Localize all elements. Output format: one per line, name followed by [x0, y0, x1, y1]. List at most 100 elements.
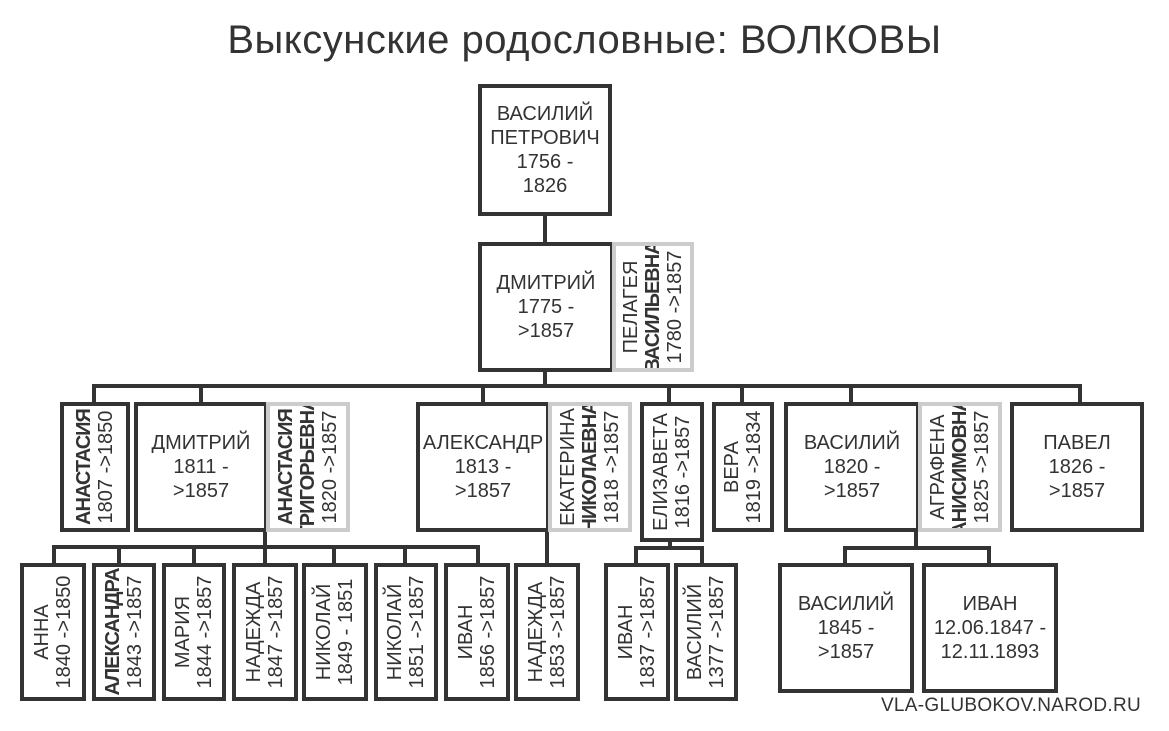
person-dates: 1840 ->1850: [53, 575, 75, 689]
connector-line: [199, 384, 203, 404]
person-name: ВАСИЛИЙ: [496, 103, 594, 125]
person-dates: >1857: [1048, 480, 1106, 502]
site-url: VLA-GLUBOKOV.NAROD.RU: [880, 695, 1141, 716]
connector-line: [543, 214, 547, 244]
person-name: ДМИТРИЙ: [151, 432, 251, 454]
person-dates: >1857: [823, 480, 881, 502]
connector-line: [700, 546, 704, 565]
person-name: АНАСТАСИЯ: [73, 409, 95, 525]
person-name: ДМИТРИЙ: [496, 272, 596, 294]
spouse-ekaterina: ЕКАТЕРИНА НИКОЛАЕВНА 1818 ->1857: [548, 402, 632, 532]
connector-line: [545, 531, 549, 565]
person-dmitriy-1811: ДМИТРИЙ 1811 - >1857: [134, 402, 268, 532]
person-dates: 1851 ->1857: [406, 575, 428, 689]
person-name: АЛЕКСАНДР: [422, 432, 544, 454]
person-vasiliy-1845: ВАСИЛИЙ 1845 - >1857: [778, 563, 914, 693]
person-name: ИВАН: [455, 604, 477, 660]
spouse-name: АГРАФЕНА: [927, 414, 949, 520]
connector-line: [1078, 384, 1082, 404]
connector-line: [849, 384, 853, 404]
person-name: ВЕРА: [721, 440, 743, 494]
spouse-patronymic: АНИСИМОВНА: [949, 402, 971, 532]
person-pavel: ПАВЕЛ 1826 - >1857: [1010, 402, 1144, 532]
person-dates: 1826 -: [1048, 456, 1106, 478]
person-name: АЛЕКСАНДРА: [102, 568, 124, 696]
person-dates: 1856 ->1857: [477, 575, 499, 689]
person-aleksandr: АЛЕКСАНДР 1813 - >1857: [416, 402, 550, 532]
connector-line: [914, 531, 918, 548]
person-ivan-1847: ИВАН 12.06.1847 - 12.11.1893: [922, 563, 1058, 693]
person-name: ИВАН: [962, 593, 1018, 615]
person-dates: 1811 -: [173, 456, 229, 478]
person-name: ВАСИЛИЙ: [797, 593, 895, 615]
spouse-dates: 1780 ->1857: [664, 250, 686, 364]
person-anastasia: АНАСТАСИЯ 1807 ->1850: [60, 402, 130, 532]
person-name: НАДЕЖДА: [243, 581, 265, 683]
person-name: НИКОЛАЙ: [313, 583, 335, 681]
person-dates: 1807 ->1850: [95, 410, 117, 524]
spouse-name: ПЕЛАГЕЯ: [620, 260, 642, 354]
connector-line: [332, 545, 336, 565]
connector-line: [543, 370, 547, 385]
person-name: ИВАН: [615, 604, 637, 660]
person-dates: 1847 ->1857: [265, 575, 287, 689]
connector-line: [117, 545, 121, 565]
person-dates: 1816 ->1857: [672, 415, 694, 529]
spouse-patronymic: ВАСИЛЬЕВНА: [642, 242, 664, 372]
person-name: АННА: [31, 604, 53, 660]
person-dates: 1813 -: [454, 456, 512, 478]
spouse-patronymic: НИКОЛАЕВНА: [579, 402, 601, 532]
connector-line: [263, 531, 267, 547]
person-vera: ВЕРА 1819 ->1834: [712, 402, 774, 532]
spouse-anastasia-grigoryevna: АНАСТАСИЯ ГРИГОРЬЕВНА 1820 ->1857: [266, 402, 350, 532]
spouse-name: ЕКАТЕРИНА: [557, 408, 579, 526]
person-dates: 12.06.1847 -: [933, 617, 1047, 639]
spouse-dates: 1818 ->1857: [601, 410, 623, 524]
person-vasiliy-1820: ВАСИЛИЙ 1820 - >1857: [784, 402, 920, 532]
person-dates: 1819 ->1834: [743, 410, 765, 524]
person-dates: 1844 ->1857: [194, 575, 216, 689]
connector-line: [263, 545, 267, 565]
person-dates: 12.11.1893: [940, 641, 1040, 663]
connector-line: [192, 545, 196, 565]
spouse-pelageya: ПЕЛАГЕЯ ВАСИЛЬЕВНА 1780 ->1857: [612, 242, 694, 372]
person-name: ПАВЕЛ: [1043, 432, 1111, 454]
person-dates: 1826: [522, 175, 568, 197]
connector-line: [481, 384, 485, 404]
person-dates: 1756 -: [516, 151, 574, 173]
spouse-agrafena: АГРАФЕНА АНИСИМОВНА 1825 ->1857: [918, 402, 1002, 532]
person-name: НИКОЛАЙ: [384, 583, 406, 681]
person-name: ВАСИЛИЙ: [803, 432, 901, 454]
person-dmitriy: ДМИТРИЙ 1775 - >1857: [478, 242, 614, 372]
spouse-dates: 1820 ->1857: [319, 410, 341, 524]
connector-line: [52, 545, 56, 565]
connector-line: [668, 540, 672, 548]
connector-line: [634, 546, 704, 550]
person-dates: >1857: [817, 641, 875, 663]
connector-line: [843, 546, 991, 550]
person-dates: 1845 -: [817, 617, 875, 639]
connector-line: [634, 546, 638, 565]
person-dates: 1820 -: [823, 456, 881, 478]
person-name: ВАСИЛИЙ: [684, 583, 706, 681]
person-dates: 1843 ->1857: [124, 575, 146, 689]
spouse-dates: 1825 ->1857: [971, 410, 993, 524]
person-dates: 1849 - 1851: [335, 578, 357, 686]
person-dates: >1857: [454, 480, 512, 502]
page-title: Выксунские родословные: ВОЛКОВЫ: [227, 18, 942, 62]
connector-line: [740, 384, 744, 404]
connector-line: [92, 384, 96, 404]
person-dates: 1853 ->1857: [547, 575, 569, 689]
person-dates: 1377 ->1857: [706, 575, 728, 689]
person-dates: >1857: [172, 480, 230, 502]
